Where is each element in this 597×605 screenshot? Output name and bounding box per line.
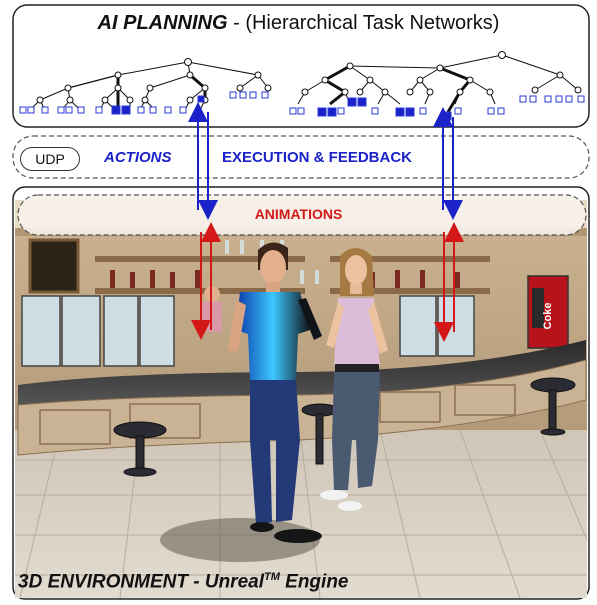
male-character <box>228 242 322 543</box>
htn-tree-left-leaves <box>19 91 269 115</box>
htn-tree-right <box>297 51 582 113</box>
animation-arrows <box>191 222 464 342</box>
planning-title: AI PLANNING - (Hierarchical Task Network… <box>0 12 597 35</box>
udp-label: UDP <box>20 147 80 171</box>
environment-title: 3D ENVIRONMENT - UnrealTM Engine <box>18 571 349 593</box>
actions-arrows <box>188 102 463 220</box>
htn-tree-right-leaves <box>289 95 585 121</box>
htn-tree-left <box>29 58 272 111</box>
animations-label: ANIMATIONS <box>254 206 343 222</box>
bar-scene <box>15 200 588 599</box>
actions-label: ACTIONS <box>104 149 172 166</box>
environment-title-main: 3D ENVIRONMENT - Unreal <box>18 571 264 593</box>
trademark-sup: TM <box>263 571 280 583</box>
planning-title-rest: - (Hierarchical Task Networks) <box>227 12 500 34</box>
communication-band <box>12 135 590 179</box>
planning-panel <box>12 4 590 128</box>
environment-title-end: Engine <box>279 571 349 593</box>
execution-feedback-label: EXECUTION & FEEDBACK <box>222 149 413 166</box>
planning-title-bold: AI PLANNING <box>97 12 228 34</box>
female-character <box>320 248 388 511</box>
coke-sign: Coke <box>542 303 554 330</box>
